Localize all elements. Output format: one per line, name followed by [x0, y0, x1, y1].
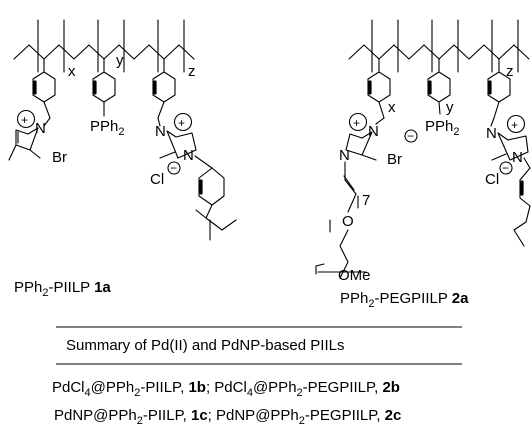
right-subscript-y: y	[446, 99, 454, 116]
left-subscript-x: x	[68, 63, 76, 80]
left-subscript-y: y	[116, 52, 124, 69]
svg-text:+: +	[511, 118, 518, 132]
right-subscript-x: x	[388, 99, 396, 116]
right-bromide: Br	[387, 151, 402, 168]
left-n3: N	[183, 147, 194, 164]
right-phosphine-label: PPh2	[425, 118, 459, 138]
right-n1: N	[368, 123, 379, 140]
svg-text:−: −	[407, 129, 414, 143]
left-brackets	[37, 19, 185, 73]
summary-section: Summary of Pd(II) and PdNP-based PIILs P…	[52, 326, 462, 427]
right-n3: N	[486, 125, 497, 142]
right-methoxy: OMe	[338, 267, 371, 284]
left-backbone	[13, 44, 195, 60]
right-subscript-z: z	[506, 63, 514, 80]
right-imidazolium-2: + N N	[486, 114, 531, 247]
right-ring-y	[427, 58, 451, 115]
right-n4: N	[512, 149, 523, 166]
right-brackets	[371, 19, 519, 73]
right-ring-z	[487, 58, 511, 119]
left-structure: x y z PPh2 + N Br + N N	[8, 19, 237, 299]
left-imidazolium-1: + N	[8, 109, 51, 161]
right-oxygen: O	[342, 213, 354, 230]
left-n1: N	[35, 120, 46, 137]
left-subscript-z: z	[188, 63, 196, 80]
right-backbone	[348, 44, 530, 60]
right-imidazolium-1: + N N 7 O OMe	[315, 112, 385, 284]
right-ring-x	[367, 58, 391, 119]
left-chloride-charge	[167, 161, 181, 175]
left-ring-y	[92, 58, 116, 117]
svg-text:−: −	[170, 161, 177, 175]
left-imidazolium-2: + N N	[155, 112, 237, 241]
right-structure-name: PPh2-PEGPIILP 2a	[340, 290, 469, 310]
svg-text:+: +	[353, 116, 360, 130]
left-ring-x	[32, 58, 56, 119]
summary-line-1: PdCl4@PPh2-PIILP, 1b; PdCl4@PPh2-PEGPIIL…	[52, 379, 400, 399]
right-structure: x y z PPh2 + N N 7 O OMe Br −	[315, 19, 531, 310]
left-bromide: Br	[52, 149, 67, 166]
svg-text:+: +	[21, 113, 28, 127]
svg-text:−: −	[502, 161, 509, 175]
right-repeat-count: 7	[362, 192, 370, 209]
right-chloride: Cl	[485, 171, 499, 188]
left-structure-name: PPh2-PIILP 1a	[14, 279, 111, 299]
svg-text:+: +	[178, 116, 185, 130]
summary-title: Summary of Pd(II) and PdNP-based PIILs	[66, 337, 344, 354]
left-ring-z	[152, 58, 176, 119]
left-chloride: Cl	[150, 171, 164, 188]
left-n2: N	[155, 123, 166, 140]
right-n2: N	[339, 147, 350, 164]
summary-line-2: PdNP@PPh2-PIILP, 1c; PdNP@PPh2-PEGPIILP,…	[54, 407, 401, 427]
left-phosphine-label: PPh2	[90, 118, 124, 138]
